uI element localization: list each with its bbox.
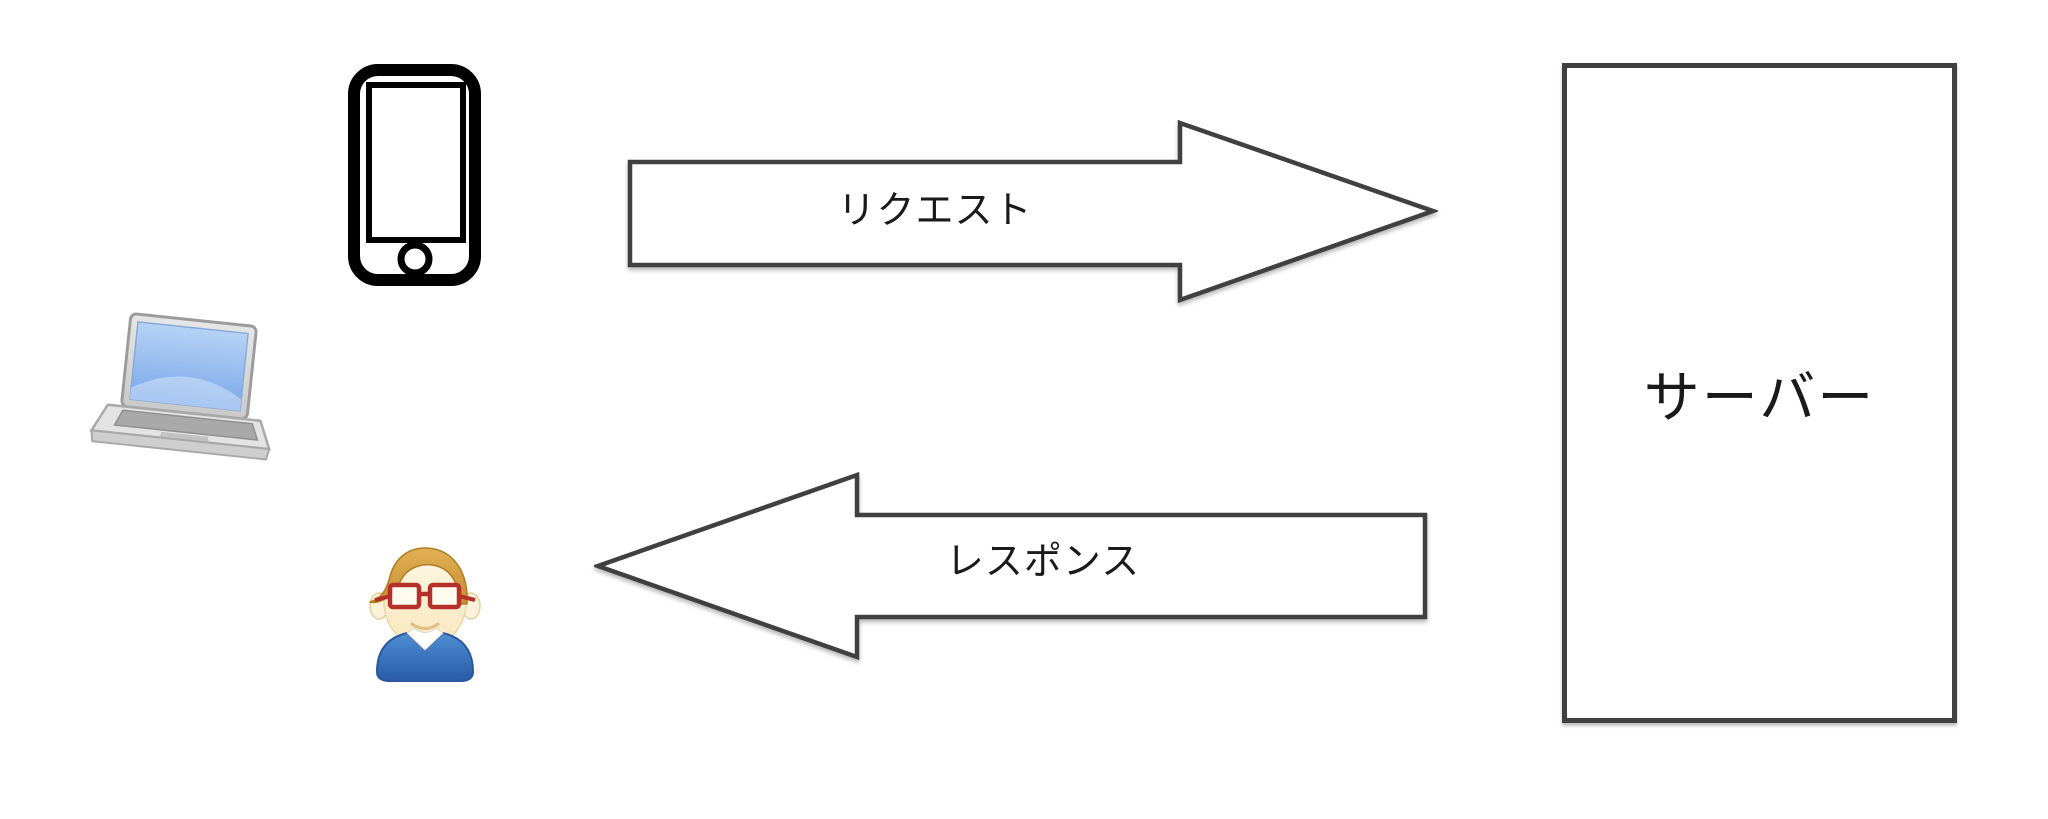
response-arrow: [594, 471, 1428, 661]
smartphone-icon: [348, 64, 481, 286]
user-icon: [369, 547, 481, 682]
request-arrow: [627, 119, 1438, 304]
person-sweater: [375, 631, 475, 682]
server-label: サーバー: [1643, 365, 1876, 431]
server-node: サーバー: [1562, 63, 1957, 723]
person-glasses: [374, 582, 476, 610]
response-arrow-label: レスポンス: [945, 539, 1141, 583]
request-arrow-label: リクエスト: [837, 188, 1033, 232]
phone-home-button: [397, 241, 433, 277]
laptop-icon: [89, 312, 271, 461]
